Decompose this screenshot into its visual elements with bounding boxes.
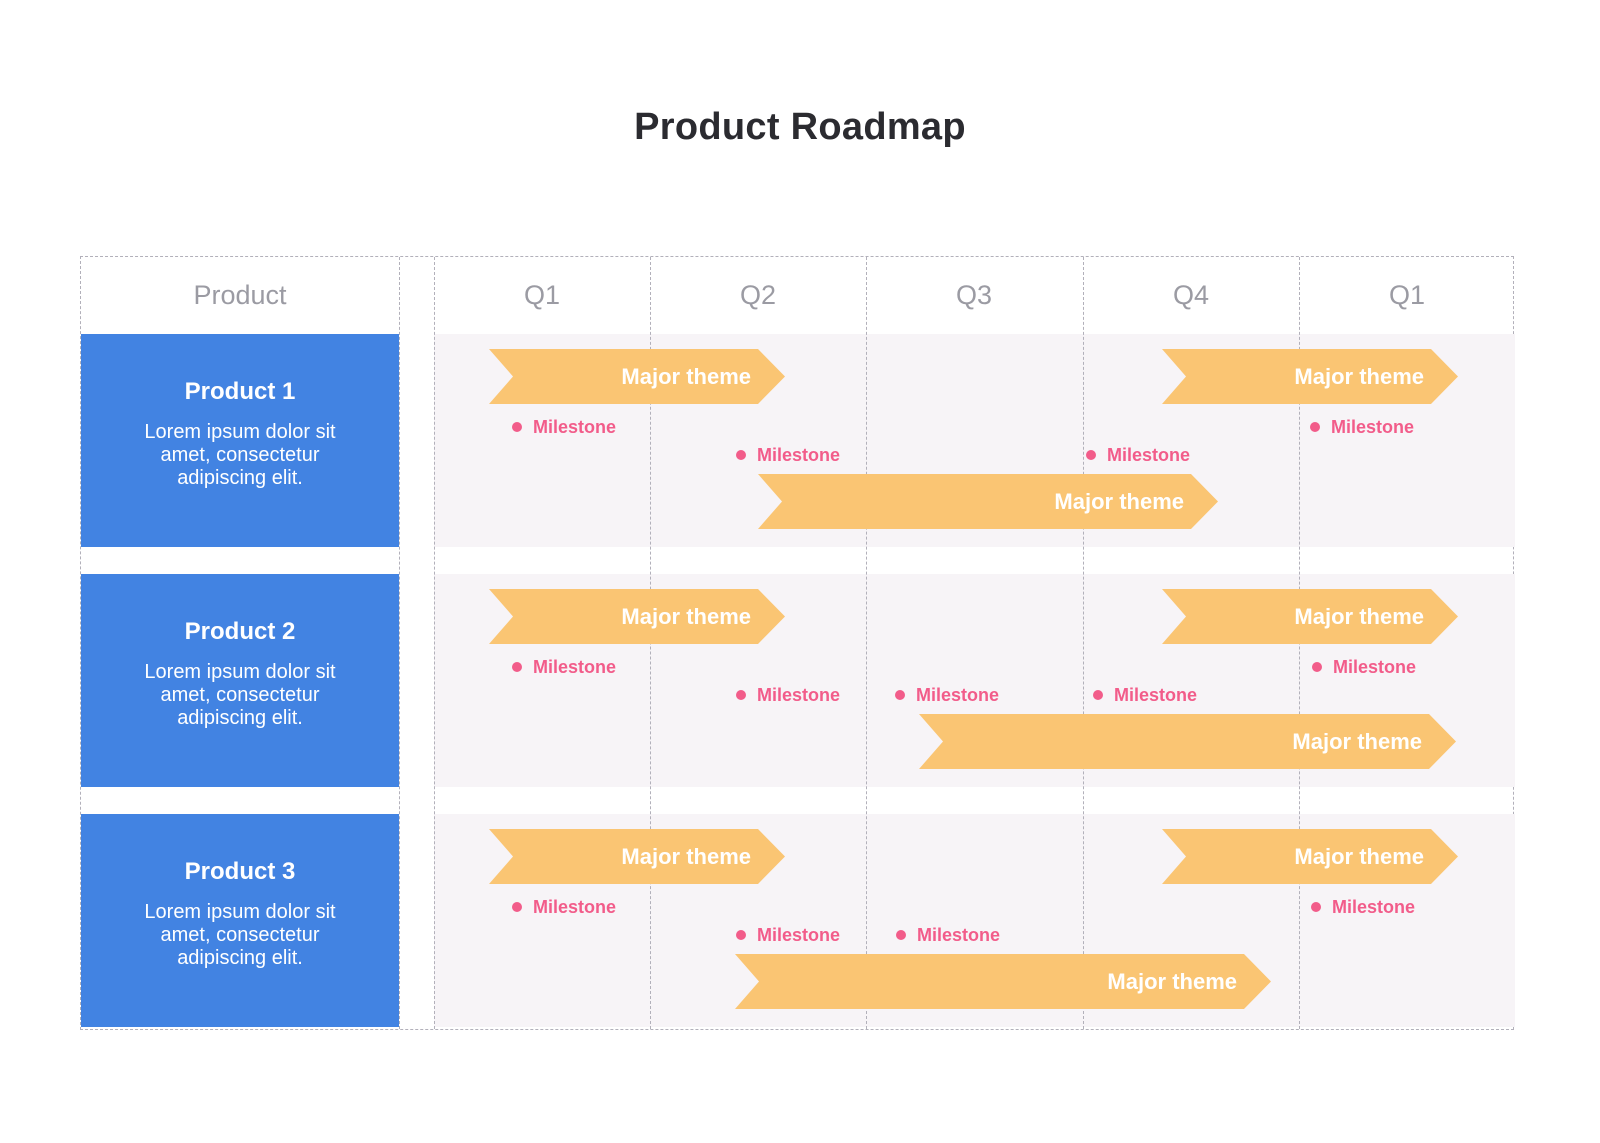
milestone-dot-icon <box>1093 690 1103 700</box>
theme-arrow[interactable]: Major theme <box>758 474 1218 529</box>
milestone[interactable]: Milestone <box>896 924 1000 946</box>
milestone-dot-icon <box>1086 450 1096 460</box>
column-header-quarter: Q3 <box>955 280 993 310</box>
product-card[interactable]: Product 1 Lorem ipsum dolor sit amet, co… <box>81 334 399 547</box>
product-card[interactable]: Product 3 Lorem ipsum dolor sit amet, co… <box>81 814 399 1027</box>
grid-line <box>434 257 435 1029</box>
milestone-dot-icon <box>736 450 746 460</box>
milestone-label: Milestone <box>757 444 841 465</box>
milestone-label: Milestone <box>757 924 841 945</box>
milestone-label: Milestone <box>916 684 1000 705</box>
milestone[interactable]: Milestone <box>512 416 616 438</box>
milestone[interactable]: Milestone <box>512 656 616 678</box>
milestone-label: Milestone <box>1107 444 1191 465</box>
product-name: Product 3 <box>184 858 296 885</box>
milestone-dot-icon <box>1310 422 1320 432</box>
milestone-dot-icon <box>896 930 906 940</box>
grid-line <box>866 257 867 1029</box>
milestone[interactable]: Milestone <box>1093 684 1197 706</box>
product-description: Lorem ipsum dolor sit amet, consectetur … <box>144 901 336 969</box>
milestone-dot-icon <box>736 690 746 700</box>
product-row: Product 1 Lorem ipsum dolor sit amet, co… <box>81 334 1515 547</box>
milestone[interactable]: Milestone <box>1310 416 1414 438</box>
milestone[interactable]: Milestone <box>736 684 840 706</box>
column-header-quarter: Q4 <box>1172 280 1210 310</box>
product-card[interactable]: Product 2 Lorem ipsum dolor sit amet, co… <box>81 574 399 787</box>
milestone-dot-icon <box>1312 662 1322 672</box>
milestone[interactable]: Milestone <box>1086 444 1190 466</box>
milestone-label: Milestone <box>1333 656 1417 677</box>
theme-arrow[interactable]: Major theme <box>919 714 1456 769</box>
milestone-label: Milestone <box>1114 684 1198 705</box>
milestone-dot-icon <box>512 662 522 672</box>
milestone-dot-icon <box>736 930 746 940</box>
column-header-quarter: Q1 <box>523 280 561 310</box>
theme-arrow[interactable]: Major theme <box>735 954 1271 1009</box>
milestone[interactable]: Milestone <box>1311 896 1415 918</box>
column-header-quarter: Q2 <box>739 280 777 310</box>
theme-arrow[interactable]: Major theme <box>1162 589 1458 644</box>
product-row: Product 3 Lorem ipsum dolor sit amet, co… <box>81 814 1515 1027</box>
milestone-label: Milestone <box>1332 896 1416 917</box>
roadmap-table: Product Q1 Q2 Q3 Q4 Q1 Product 1 Lorem i… <box>80 256 1515 1030</box>
milestone-label: Milestone <box>533 896 617 917</box>
milestone-label: Milestone <box>917 924 1001 945</box>
product-name: Product 1 <box>184 378 296 405</box>
theme-arrow[interactable]: Major theme <box>1162 349 1458 404</box>
column-header-quarter: Q1 <box>1388 280 1426 310</box>
milestone-label: Milestone <box>533 416 617 437</box>
milestone-label: Milestone <box>757 684 841 705</box>
page-title: Product Roadmap <box>634 106 966 148</box>
column-header-product: Product <box>193 280 287 310</box>
product-description: Lorem ipsum dolor sit amet, consectetur … <box>144 661 336 729</box>
milestone[interactable]: Milestone <box>736 444 840 466</box>
product-row: Product 2 Lorem ipsum dolor sit amet, co… <box>81 574 1515 787</box>
milestone-dot-icon <box>895 690 905 700</box>
grid-line <box>399 257 400 1029</box>
product-name: Product 2 <box>184 618 296 645</box>
grid-line <box>1083 257 1084 1029</box>
theme-arrow[interactable]: Major theme <box>489 829 785 884</box>
theme-arrow[interactable]: Major theme <box>1162 829 1458 884</box>
product-description: Lorem ipsum dolor sit amet, consectetur … <box>144 421 336 489</box>
milestone-label: Milestone <box>533 656 617 677</box>
theme-arrow[interactable]: Major theme <box>489 349 785 404</box>
milestone-dot-icon <box>1311 902 1321 912</box>
milestone[interactable]: Milestone <box>736 924 840 946</box>
milestone-dot-icon <box>512 902 522 912</box>
milestone-dot-icon <box>512 422 522 432</box>
milestone[interactable]: Milestone <box>512 896 616 918</box>
milestone[interactable]: Milestone <box>1312 656 1416 678</box>
theme-arrow[interactable]: Major theme <box>489 589 785 644</box>
milestone[interactable]: Milestone <box>895 684 999 706</box>
milestone-label: Milestone <box>1331 416 1415 437</box>
